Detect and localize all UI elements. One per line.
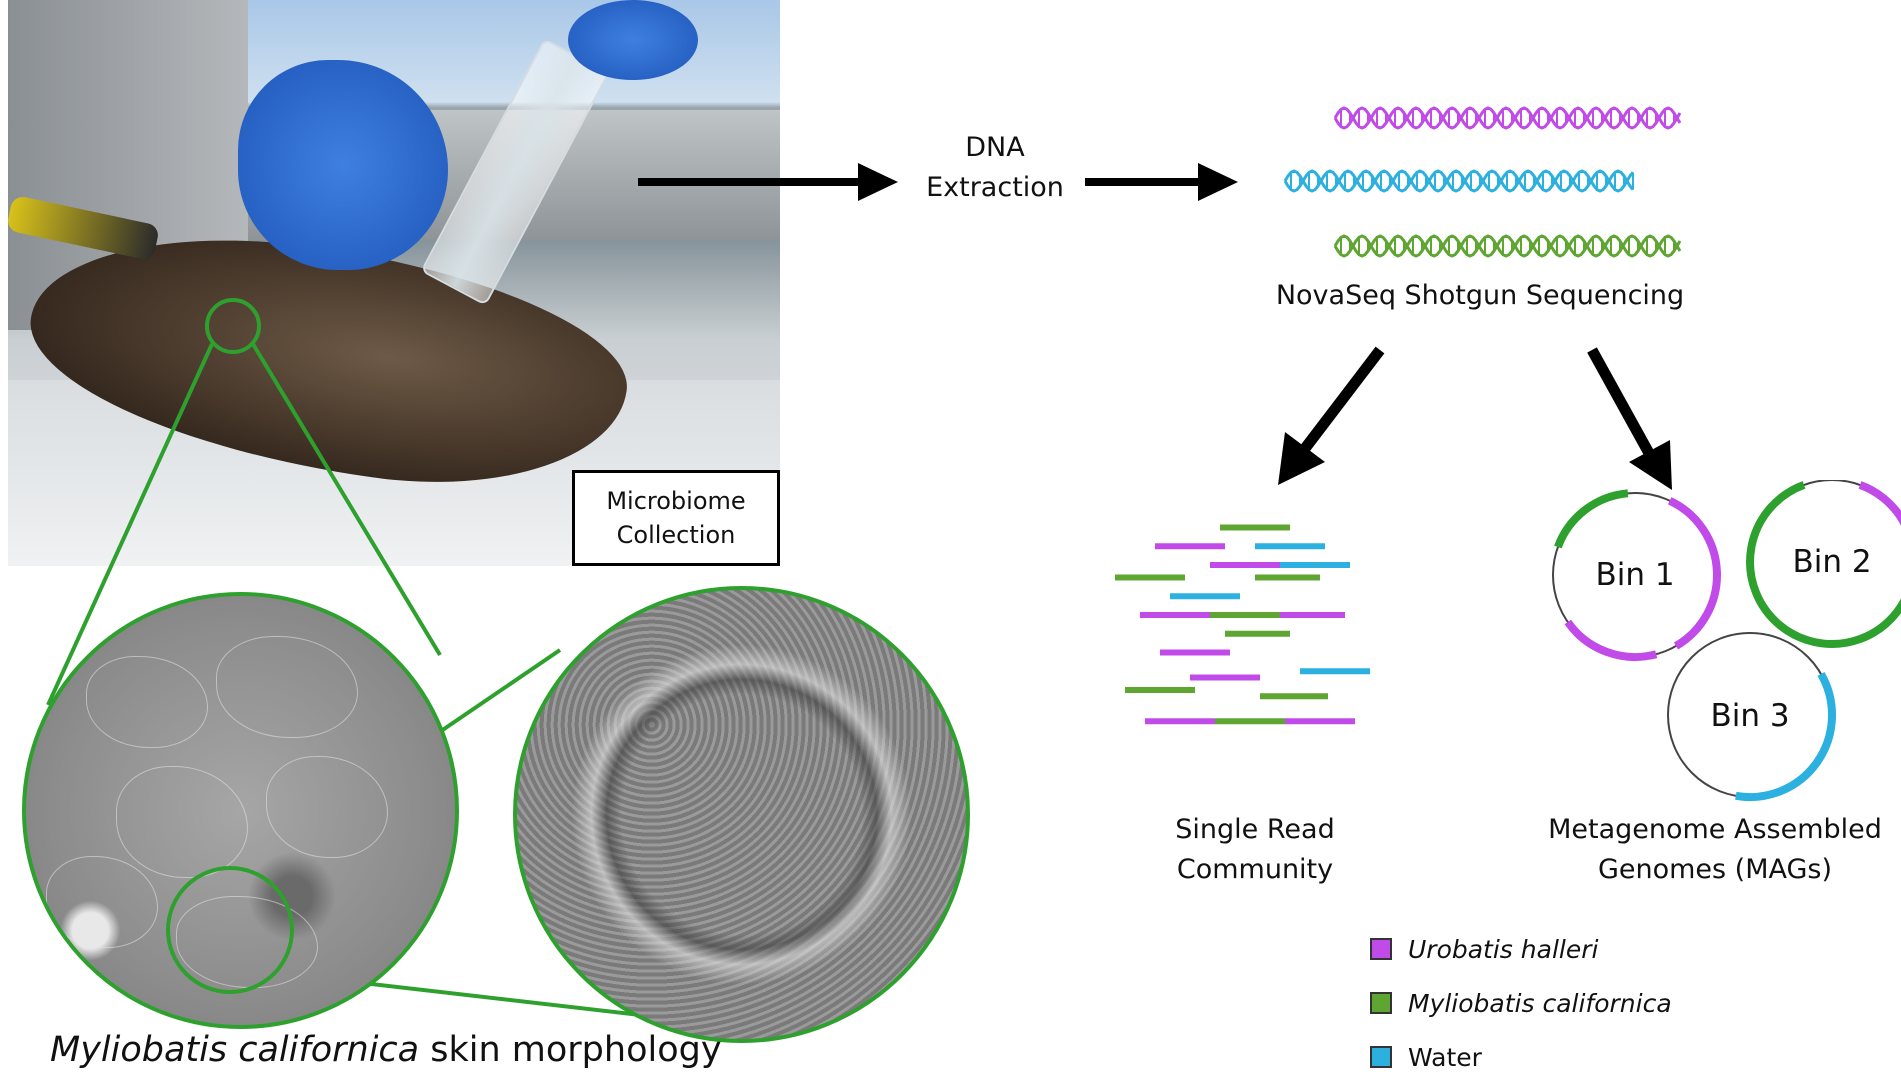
arrow-sequencing-to-single-read bbox=[1278, 346, 1385, 485]
sem-image-high-magnification bbox=[513, 586, 970, 1043]
bin-2-label: Bin 2 bbox=[1792, 544, 1872, 580]
caption-species: Myliobatis californica bbox=[50, 1030, 420, 1070]
legend-label-water: Water bbox=[1408, 1042, 1482, 1072]
legend-item-water: Water bbox=[1370, 1038, 1672, 1076]
dna-extraction-label: DNA Extraction bbox=[910, 128, 1080, 208]
mags-label: Metagenome Assembled Genomes (MAGs) bbox=[1530, 810, 1900, 890]
dna-extraction-line1: DNA bbox=[965, 132, 1025, 163]
sequencing-label: NovaSeq Shotgun Sequencing bbox=[1275, 280, 1685, 311]
zoom-line-right bbox=[251, 342, 442, 657]
microbiome-collection-line1: Microbiome bbox=[606, 487, 746, 515]
single-read-community-reads bbox=[1115, 524, 1370, 725]
legend-swatch-purple bbox=[1370, 938, 1392, 960]
arrow-photo-to-dna bbox=[638, 163, 898, 201]
bin-3 bbox=[1667, 632, 1836, 802]
arrow-sequencing-to-mags bbox=[1587, 347, 1672, 490]
dna-helices bbox=[1283, 106, 1682, 258]
legend-item-urobatis: Urobatis halleri bbox=[1370, 930, 1672, 968]
dna-extraction-line2: Extraction bbox=[926, 172, 1064, 203]
bin-3-label: Bin 3 bbox=[1710, 698, 1790, 734]
dna-helix-blue bbox=[1283, 169, 1635, 193]
skin-sample-spot-marker bbox=[205, 298, 261, 354]
mag-bins bbox=[1552, 480, 1901, 802]
bin-1-label: Bin 1 bbox=[1595, 557, 1675, 593]
microbiome-collection-photo bbox=[8, 0, 780, 566]
zoom-line-left bbox=[46, 343, 214, 706]
legend-item-myliobatis: Myliobatis californica bbox=[1370, 984, 1672, 1022]
single-read-line1: Single Read bbox=[1175, 814, 1335, 845]
figure-caption: Myliobatis californica skin morphology bbox=[50, 1030, 722, 1070]
legend: Urobatis halleri Myliobatis californica … bbox=[1370, 930, 1672, 1076]
mags-line1: Metagenome Assembled bbox=[1548, 814, 1882, 845]
single-read-line2: Community bbox=[1176, 854, 1334, 885]
legend-label-myliobatis: Myliobatis californica bbox=[1408, 988, 1672, 1018]
dna-helix-green bbox=[1333, 234, 1682, 258]
legend-swatch-blue bbox=[1370, 1046, 1392, 1068]
sem-image-low-magnification bbox=[22, 592, 459, 1029]
arrow-dna-to-sequencing bbox=[1085, 163, 1238, 201]
bin-1 bbox=[1552, 489, 1721, 661]
legend-label-urobatis: Urobatis halleri bbox=[1408, 934, 1599, 964]
sem-zoom-circle bbox=[166, 866, 294, 994]
microbiome-collection-label: Microbiome Collection bbox=[572, 470, 780, 566]
glove-image bbox=[238, 60, 448, 270]
caption-rest: skin morphology bbox=[419, 1030, 722, 1070]
single-read-community-label: Single Read Community bbox=[1130, 810, 1380, 890]
legend-swatch-green bbox=[1370, 992, 1392, 1014]
microbiome-collection-line2: Collection bbox=[616, 521, 736, 549]
mags-line2: Genomes (MAGs) bbox=[1597, 854, 1833, 885]
bin-2 bbox=[1746, 480, 1901, 648]
dna-helix-purple bbox=[1333, 106, 1682, 130]
